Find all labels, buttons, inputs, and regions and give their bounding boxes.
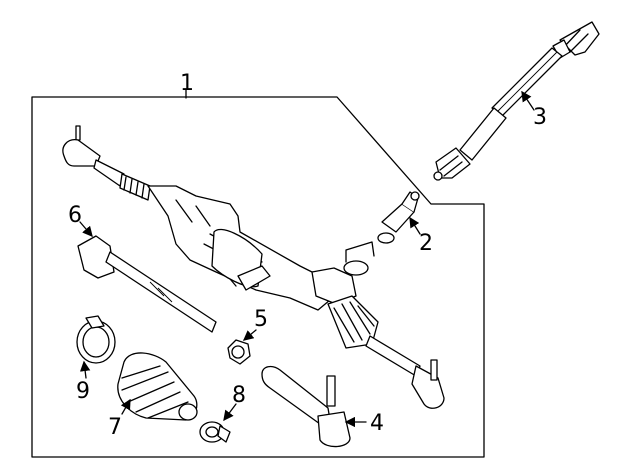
leader-6 bbox=[79, 221, 93, 237]
leader-8 bbox=[223, 403, 237, 422]
assembly-outline bbox=[31, 96, 485, 458]
callout-5: 5 bbox=[254, 307, 268, 332]
part-small-clamp bbox=[199, 421, 231, 443]
leader-3 bbox=[521, 90, 535, 111]
callout-2: 2 bbox=[419, 231, 433, 256]
part-steering-gear bbox=[62, 125, 445, 409]
part-boot-clamp bbox=[76, 315, 116, 364]
callout-4: 4 bbox=[370, 411, 384, 436]
callout-3: 3 bbox=[533, 105, 547, 130]
part-outer-tie-rod-end bbox=[261, 365, 351, 448]
leader-2 bbox=[409, 216, 421, 235]
callout-1: 1 bbox=[180, 71, 194, 96]
callout-9: 9 bbox=[76, 379, 90, 404]
part-jam-nut bbox=[227, 339, 251, 365]
callout-8: 8 bbox=[232, 383, 246, 408]
leader-5 bbox=[243, 329, 257, 341]
part-intermediate-shaft bbox=[433, 21, 600, 181]
part-inner-tie-rod bbox=[77, 235, 217, 333]
part-pinion-cap bbox=[377, 191, 420, 244]
callout-7: 7 bbox=[108, 415, 122, 440]
callout-6: 6 bbox=[68, 203, 82, 228]
leader-9 bbox=[79, 360, 91, 379]
leader-7 bbox=[120, 398, 131, 415]
part-bellows-boot bbox=[117, 352, 198, 421]
